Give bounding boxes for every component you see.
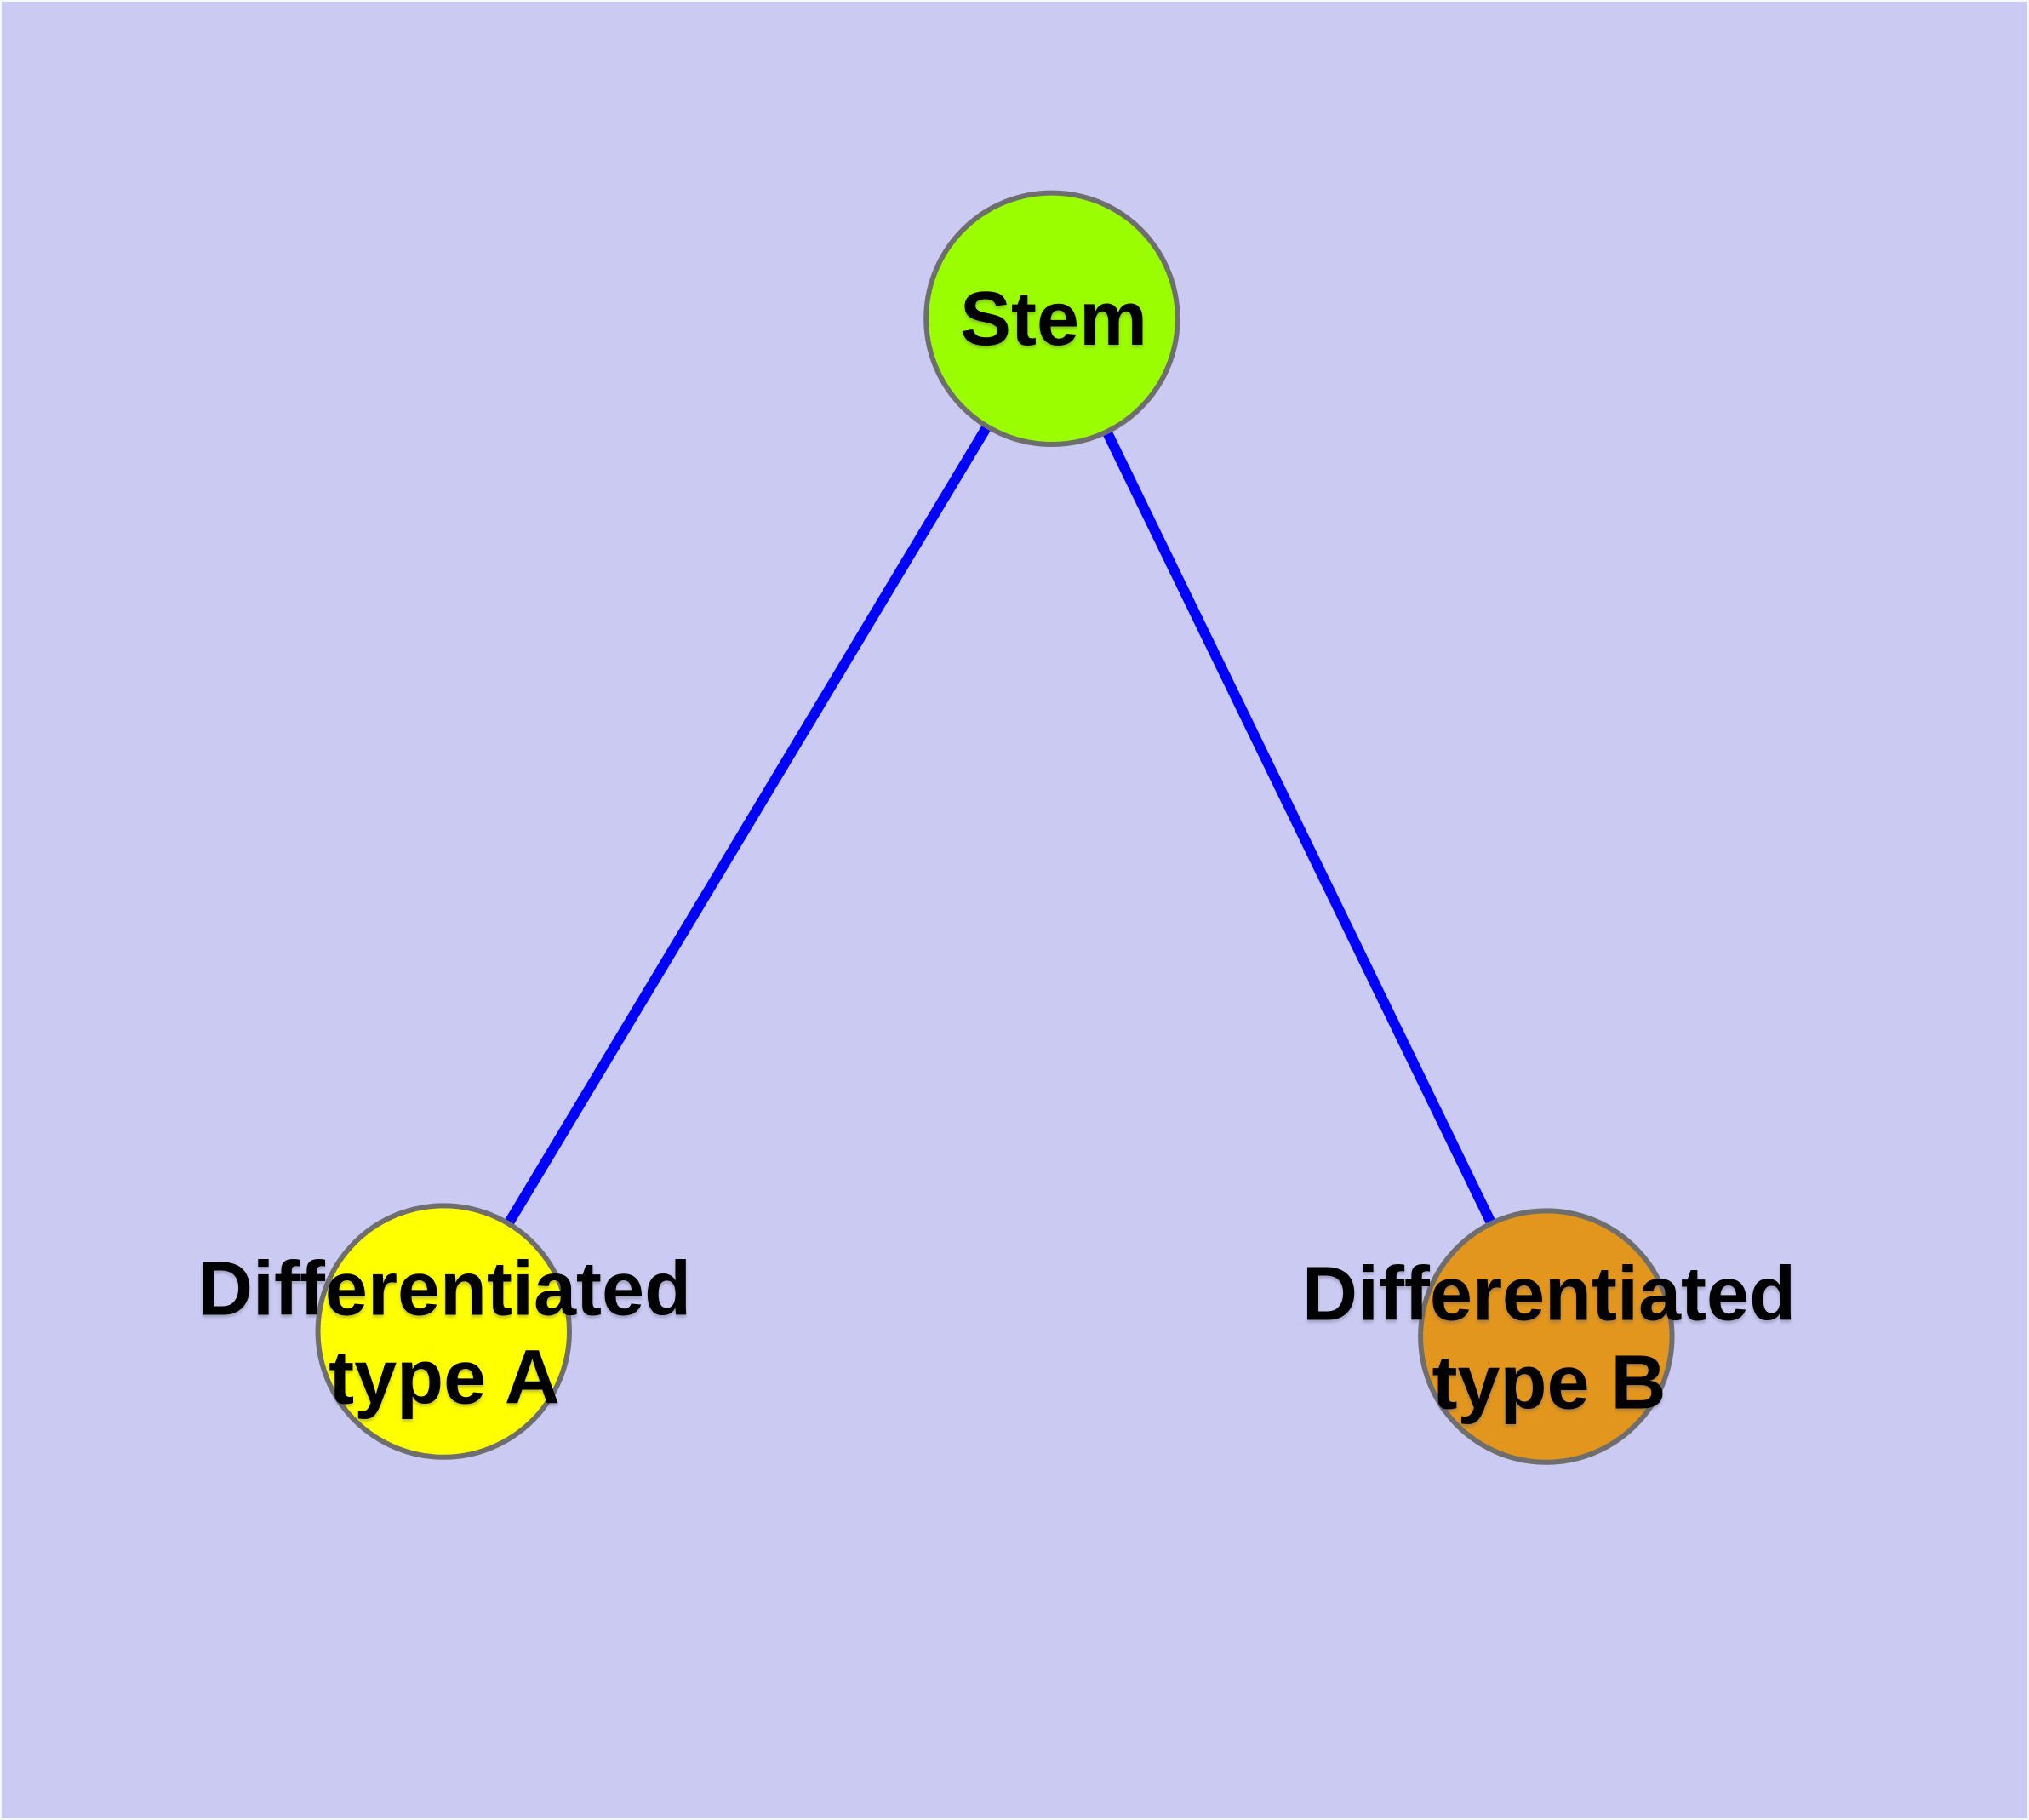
node-stem-label: Stem [960,275,1147,363]
node-type-b-label: Differentiated type B [1302,1251,1796,1428]
edge-stem-to-type-b [1047,316,1552,1339]
edge-stem-to-type-a [439,316,1057,1335]
node-type-a-label-line-2: type A [329,1336,560,1421]
node-type-b-label-line-1: Differentiated [1301,1251,1797,1337]
node-type-a-label: Differentiated type A [197,1245,691,1423]
node-type-b-circle [1418,1208,1675,1465]
node-type-a-circle [315,1203,572,1460]
node-stem-circle [923,190,1180,448]
node-type-a-label-line-1: Differentiated [197,1246,692,1332]
node-stem-label-line: Stem [959,276,1148,362]
node-type-b-label-line-2: type B [1432,1341,1666,1426]
